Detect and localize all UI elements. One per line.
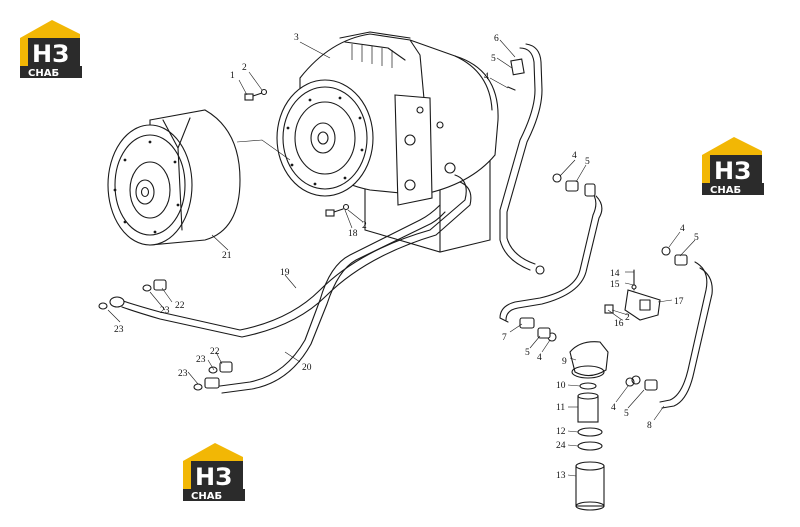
callout-23: 23	[178, 369, 188, 379]
callout-9: 9	[562, 357, 567, 367]
callout-10: 10	[556, 381, 566, 391]
callout-2: 2	[242, 63, 247, 73]
callout-4: 4	[484, 72, 489, 82]
callout-23: 23	[160, 306, 170, 316]
brand-logo-right: НЗ СНАБ	[702, 137, 764, 196]
callout-2: 2	[362, 221, 367, 231]
filter-assembly	[537, 269, 661, 511]
pipe-8	[631, 246, 713, 409]
leader-lines	[107, 39, 696, 477]
callout-4: 4	[572, 151, 577, 161]
transmission-housing	[276, 31, 499, 253]
callout-15: 15	[610, 280, 620, 290]
logo-letters: НЗ	[714, 157, 751, 185]
fittings-22-23-lower	[208, 361, 233, 374]
callout-22: 22	[210, 347, 220, 357]
callout-3: 3	[294, 33, 299, 43]
callout-1: 1	[230, 71, 235, 81]
callout-20: 20	[302, 363, 312, 373]
fittings-22-23-upper	[142, 279, 167, 292]
callout-7: 7	[502, 333, 507, 343]
callout-8: 8	[647, 421, 652, 431]
callout-2: 2	[625, 313, 630, 323]
callout-21: 21	[222, 251, 232, 261]
callout-4: 4	[611, 403, 616, 413]
logo-word: СНАБ	[191, 491, 222, 502]
pipe-20	[193, 204, 446, 394]
callout-5: 5	[694, 233, 699, 243]
callout-4: 4	[537, 353, 542, 363]
callout-6: 6	[494, 34, 499, 44]
callout-4: 4	[680, 224, 685, 234]
callout-11: 11	[556, 403, 565, 413]
pipe-19	[98, 174, 472, 338]
logo-word: СНАБ	[710, 185, 741, 196]
callout-14: 14	[610, 269, 620, 279]
callout-19: 19	[280, 268, 290, 278]
callout-24: 24	[556, 441, 566, 451]
callout-13: 13	[556, 471, 566, 481]
brand-logo-top-left: НЗ СНАБ	[20, 20, 82, 79]
callout-5: 5	[624, 409, 629, 419]
callout-labels: 1 2 3 6 5 4 4 5 4 5 18 2 21 19 14 15 17 …	[114, 33, 699, 481]
callout-22: 22	[175, 301, 185, 311]
logo-word: СНАБ	[28, 68, 59, 79]
bolt-lower	[325, 203, 350, 217]
callout-5: 5	[585, 157, 590, 167]
callout-5: 5	[525, 348, 530, 358]
pipe-7	[499, 173, 603, 329]
callout-18: 18	[348, 229, 358, 239]
logo-letters: НЗ	[32, 40, 69, 68]
callout-12: 12	[556, 427, 566, 437]
callout-23: 23	[196, 355, 206, 365]
logo-letters: НЗ	[195, 463, 232, 491]
bolt-top	[244, 88, 268, 101]
converter-housing	[107, 109, 241, 246]
callout-16: 16	[614, 319, 624, 329]
callout-17: 17	[674, 297, 684, 307]
pipe-6	[499, 43, 545, 275]
brand-logo-bottom: НЗ СНАБ	[183, 443, 245, 502]
callout-5: 5	[491, 54, 496, 64]
callout-23: 23	[114, 325, 124, 335]
